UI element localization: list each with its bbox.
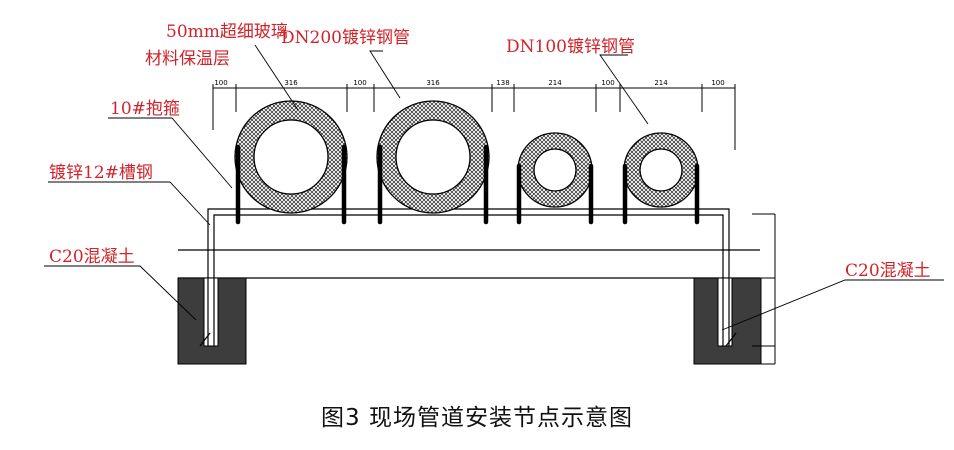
concrete-footing-left <box>177 277 247 365</box>
dim-text-8: 214 <box>654 79 668 87</box>
label-channel-steel: 镀锌12#槽钢 <box>49 163 153 183</box>
side-dimension <box>752 213 776 365</box>
annotations: 50mm超细玻璃 材料保温层 DN200镀锌钢管 DN100镀锌钢管 10#抱箍… <box>49 22 931 281</box>
dimension-texts: 100 316 100 316 138 214 100 214 100 <box>214 79 724 87</box>
dim-text-4: 316 <box>426 79 440 87</box>
dimension-chain <box>212 84 736 150</box>
label-clamp: 10#抱箍 <box>110 99 180 119</box>
channel-steel-frame <box>199 208 737 347</box>
installation-drawing: 100 316 100 316 138 214 100 214 100 <box>44 22 944 365</box>
dim-text-7: 100 <box>601 79 614 87</box>
leader-lines <box>44 44 944 331</box>
concrete-slab <box>178 249 760 279</box>
dim-text-3: 100 <box>353 79 366 87</box>
dim-text-1: 100 <box>214 79 227 87</box>
label-dn200: DN200镀锌钢管 <box>281 28 410 48</box>
figure-caption: 图3 现场管道安装节点示意图 <box>321 405 633 431</box>
dim-text-5: 138 <box>496 79 509 87</box>
concrete-footing-right <box>693 277 762 365</box>
dim-text-9: 100 <box>711 79 724 87</box>
dim-text-2: 316 <box>284 79 298 87</box>
label-insulation-line2: 材料保温层 <box>145 49 230 69</box>
pipe-dn200-1 <box>234 100 348 214</box>
pipe-clamps <box>235 144 700 225</box>
pipe-dn100-1 <box>517 132 593 208</box>
dim-text-6: 214 <box>548 79 562 87</box>
label-insulation-line1: 50mm超细玻璃 <box>166 22 288 42</box>
label-concrete-left: C20混凝土 <box>49 247 135 267</box>
label-dn100: DN100镀锌钢管 <box>506 37 635 57</box>
pipe-dn100-2 <box>623 132 699 208</box>
pipe-dn200-2 <box>376 100 490 214</box>
label-concrete-right: C20混凝土 <box>845 261 931 281</box>
